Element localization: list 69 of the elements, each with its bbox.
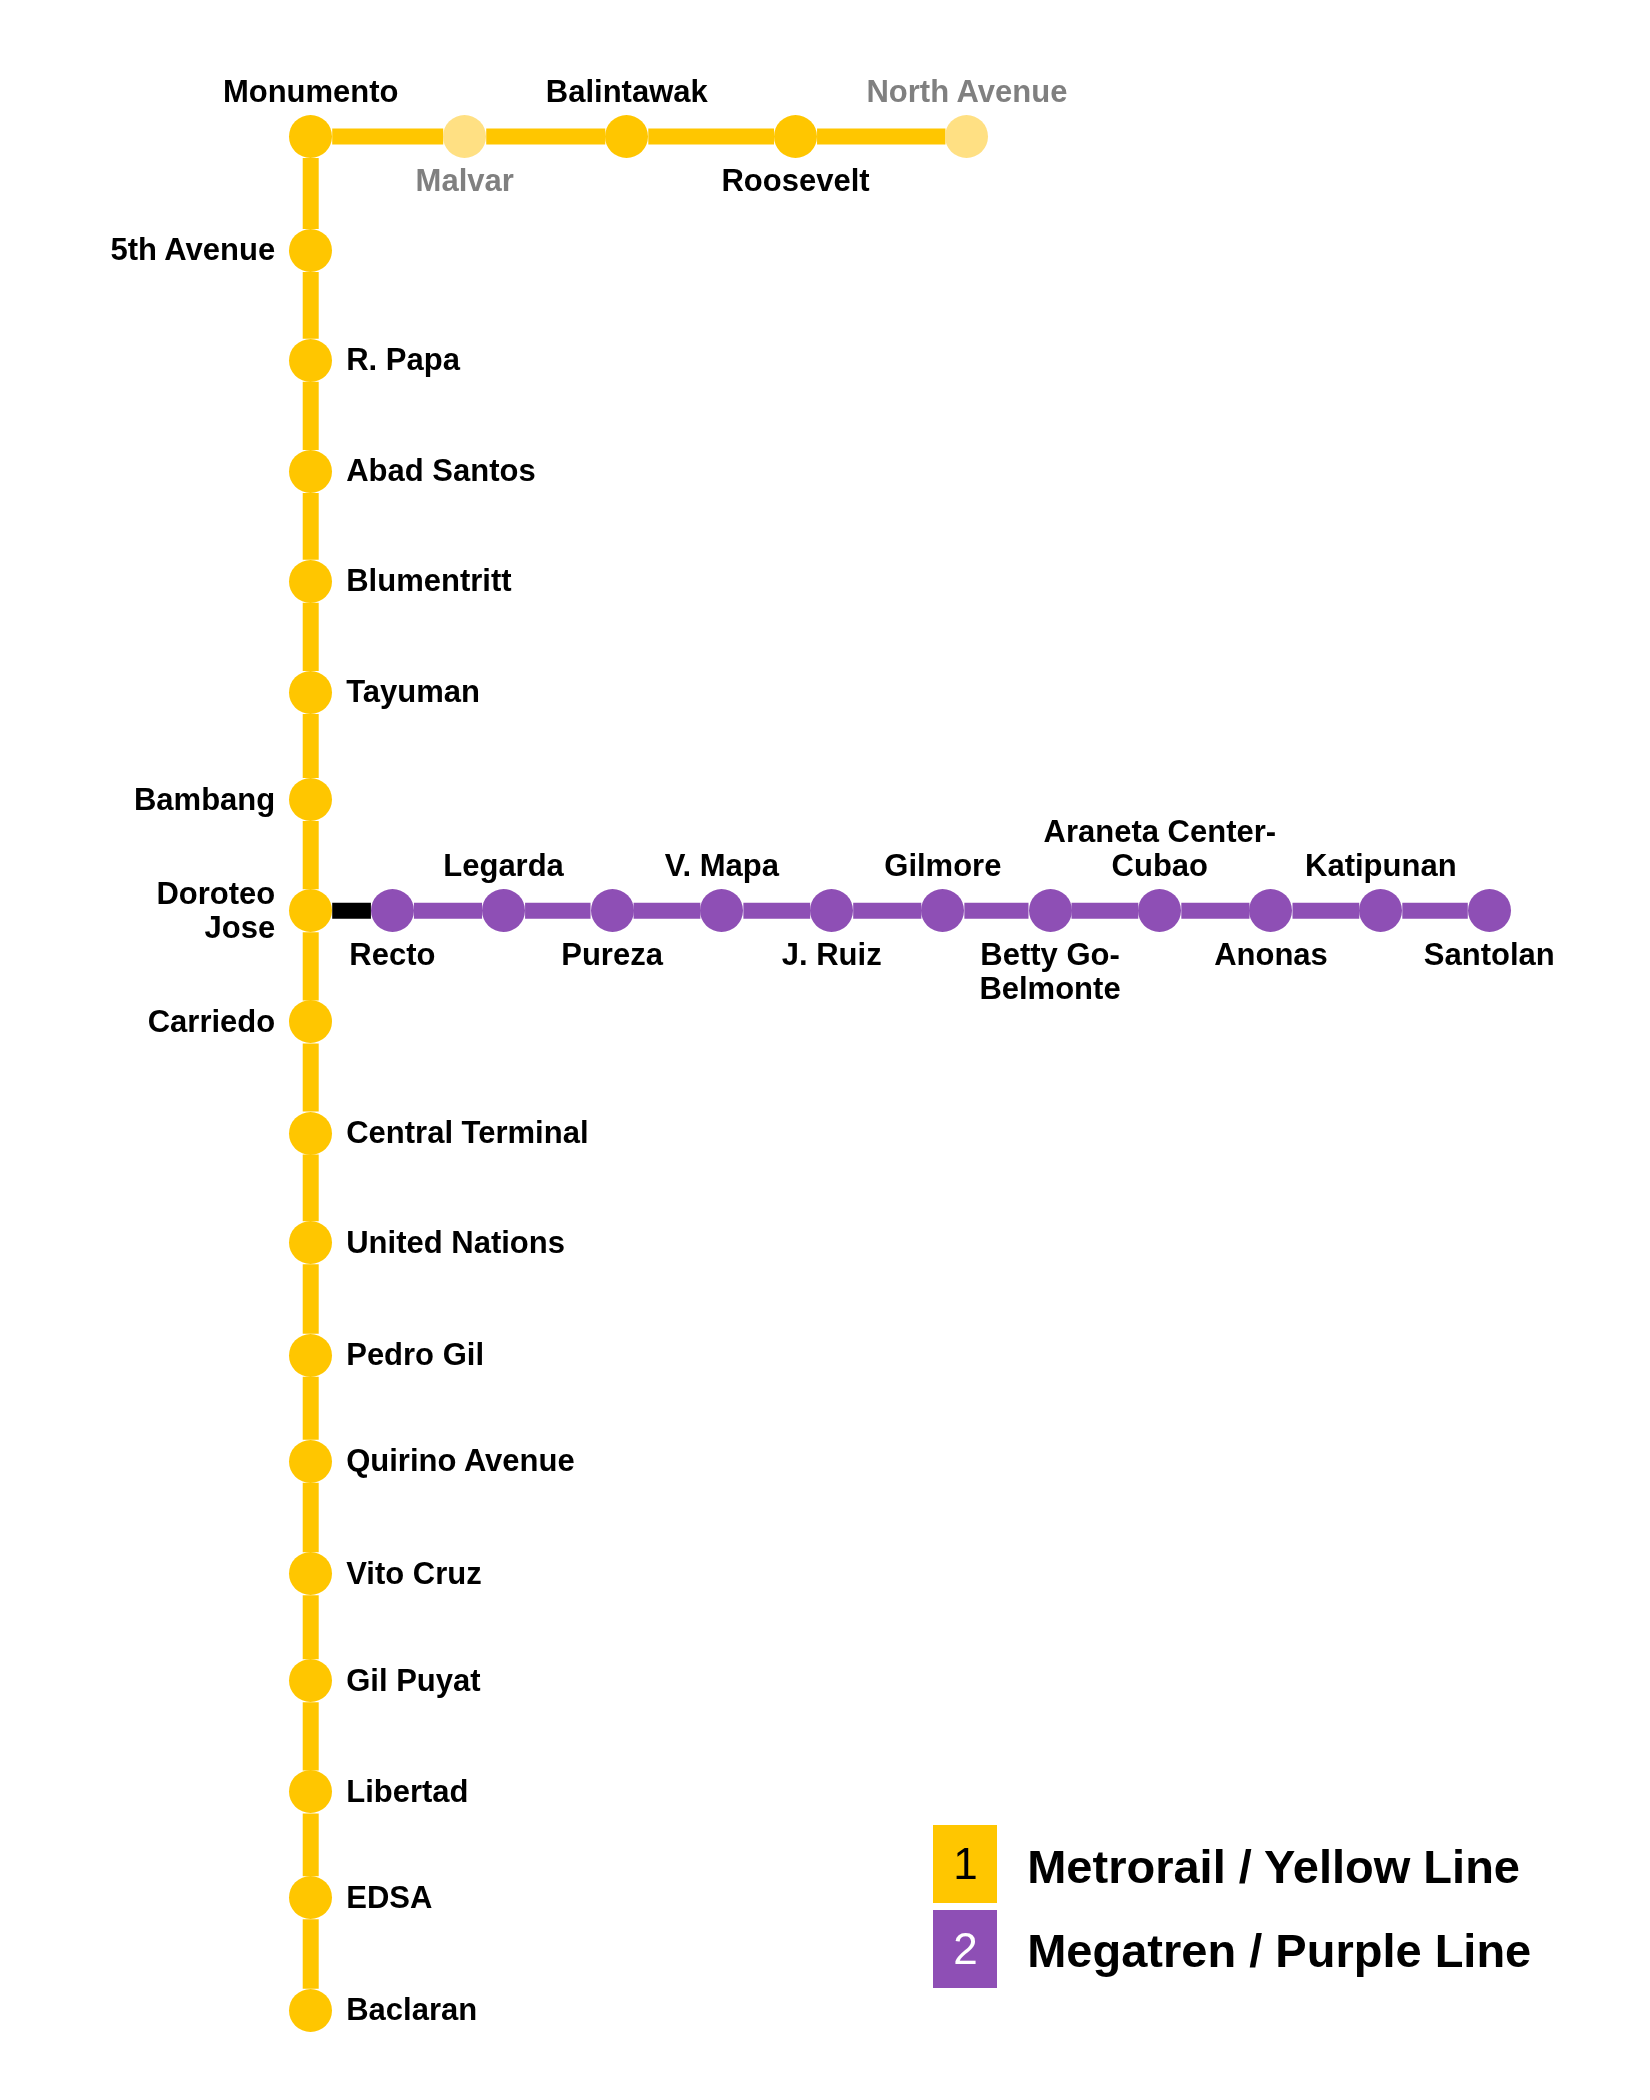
- track-line: [302, 381, 319, 450]
- track-line: [332, 902, 371, 919]
- track-line: [302, 1154, 319, 1222]
- track-line: [853, 902, 922, 919]
- track-line: [302, 713, 319, 779]
- track-line: [302, 1919, 319, 1989]
- legend-label: Megatren / Purple Line: [1027, 1923, 1532, 1979]
- track-line: [302, 1482, 319, 1553]
- line-number: 2: [953, 1923, 978, 1974]
- line-number: 1: [953, 1839, 978, 1890]
- station-name: 5th Avenue: [110, 233, 276, 268]
- station-name: R. Papa: [346, 343, 460, 378]
- station-name: Malvar: [415, 164, 514, 199]
- station-name: J. Ruiz: [781, 938, 882, 973]
- track-line: [1402, 902, 1468, 919]
- station-name: Roosevelt: [721, 164, 870, 199]
- station-name: Doroteo Jose: [155, 876, 276, 945]
- station-name: Anonas: [1214, 938, 1328, 973]
- station-name: North Avenue: [866, 75, 1068, 110]
- station-name: Monumento: [222, 75, 399, 110]
- track-line: [648, 128, 775, 145]
- track-line: [302, 492, 319, 560]
- legend-label: Metrorail / Yellow Line: [1027, 1838, 1520, 1894]
- station-name: Recto: [349, 938, 436, 973]
- track-line: [302, 271, 319, 339]
- track-line: [302, 602, 319, 671]
- station-name: Santolan: [1423, 938, 1555, 973]
- track-line: [525, 902, 591, 919]
- station-name: Quirino Avenue: [346, 1444, 575, 1479]
- station-name: EDSA: [346, 1880, 433, 1915]
- station-name: Blumentritt: [346, 564, 512, 599]
- station-name: Legarda: [443, 849, 564, 884]
- track-line: [743, 902, 811, 919]
- track-line: [302, 158, 319, 229]
- station-name: Baclaran: [346, 1993, 478, 2028]
- track-line: [817, 128, 946, 145]
- track-line: [302, 1595, 319, 1660]
- station-name: Gilmore: [884, 849, 1002, 884]
- track-line: [633, 902, 701, 919]
- station-name: Vito Cruz: [346, 1556, 482, 1591]
- station-name: Betty Go-Belmonte: [978, 938, 1122, 1007]
- track-line: [302, 1702, 319, 1771]
- track-line: [413, 902, 483, 919]
- track-line: [486, 128, 606, 145]
- track-line: [302, 1264, 319, 1334]
- track-line: [302, 1043, 319, 1112]
- track-line: [302, 932, 319, 1001]
- station-name: Katipunan: [1305, 849, 1457, 884]
- station-name: Balintawak: [545, 75, 708, 110]
- station-name: Pedro Gil: [346, 1338, 484, 1373]
- station-name: Carriedo: [147, 1004, 276, 1039]
- track-line: [302, 821, 319, 890]
- station-name: Bambang: [133, 782, 276, 817]
- station-name: Tayuman: [346, 675, 480, 710]
- track-line: [1071, 902, 1139, 919]
- track-line: [302, 1376, 319, 1440]
- track-line: [964, 902, 1029, 919]
- station-name: Araneta Center-Cubao: [1042, 815, 1278, 884]
- station-name: Abad Santos: [346, 454, 536, 489]
- station-name: Gil Puyat: [346, 1663, 481, 1698]
- station-name: V. Mapa: [664, 849, 780, 884]
- station-name: Pureza: [561, 938, 663, 973]
- track-line: [302, 1813, 319, 1877]
- station-name: United Nations: [346, 1225, 565, 1260]
- track-line: [332, 128, 444, 145]
- station-name: Central Terminal: [346, 1116, 589, 1151]
- track-line: [1181, 902, 1250, 919]
- track-line: [1292, 902, 1360, 919]
- station-name: Libertad: [346, 1774, 469, 1809]
